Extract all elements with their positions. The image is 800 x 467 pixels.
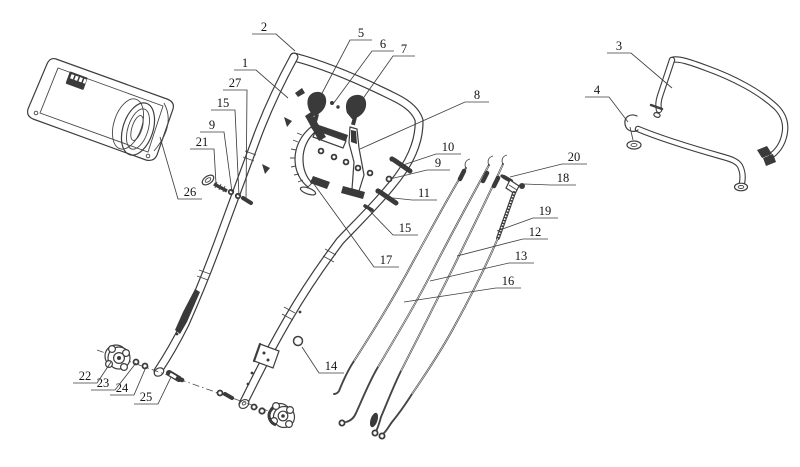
switch-block	[65, 71, 88, 90]
part-label-13: 13	[515, 249, 528, 263]
part-label-7: 7	[401, 42, 407, 56]
part-label-26: 26	[184, 185, 197, 199]
part-label-11: 11	[418, 186, 430, 200]
part-label-9: 9	[435, 156, 441, 170]
part-label-18: 18	[557, 171, 570, 185]
bottom-hardware	[96, 344, 296, 429]
leader-line-17	[310, 179, 399, 268]
ring-part14	[292, 335, 304, 347]
leader-line-2	[252, 33, 296, 52]
leader-line-23	[91, 362, 137, 391]
part-label-10: 10	[442, 140, 455, 154]
leader-line-26	[159, 136, 202, 200]
part-label-22: 22	[79, 369, 92, 383]
part-label-15: 15	[217, 96, 230, 110]
part-label-1: 1	[242, 56, 248, 70]
leader-line-7	[356, 55, 415, 108]
leader-line-15	[366, 207, 418, 236]
part-label-3: 3	[616, 39, 622, 53]
part-label-24: 24	[116, 381, 129, 395]
part-label-20: 20	[568, 150, 581, 164]
pin-15	[363, 204, 374, 212]
bail-bar-part4	[624, 114, 749, 192]
part-label-19: 19	[539, 204, 552, 218]
leader-line-16	[403, 287, 521, 303]
bolt-10	[389, 156, 413, 174]
leader-line-21	[190, 148, 217, 185]
panel-dial	[111, 98, 156, 156]
control-panel-part26	[26, 57, 174, 162]
leader-line-3	[607, 52, 673, 89]
part-label-16: 16	[502, 274, 515, 288]
leader-line-24	[110, 366, 147, 396]
handlebar-assembly	[153, 52, 424, 410]
bail-bar-part3	[649, 56, 789, 166]
part-label-8: 8	[474, 88, 480, 102]
leader-line-9	[200, 131, 233, 193]
leader-line-27	[223, 89, 248, 201]
lever-part5	[307, 91, 327, 116]
part-label-4: 4	[594, 83, 601, 97]
part-label-6: 6	[380, 37, 386, 51]
leader-line-6	[332, 50, 394, 105]
cable-adjuster	[500, 174, 525, 195]
part-label-14: 14	[325, 359, 338, 373]
leader-line-5	[318, 39, 372, 100]
leader-line-12	[456, 238, 548, 257]
leader-line-25	[134, 376, 172, 405]
part-label-15: 15	[399, 221, 412, 235]
bolt-part25	[166, 370, 185, 383]
part-label-25: 25	[140, 390, 153, 404]
part-label-9: 9	[209, 118, 215, 132]
part-label-27: 27	[229, 76, 242, 90]
pin-27	[241, 196, 253, 205]
leader-line-4	[585, 96, 629, 123]
control-bracket-assembly	[290, 88, 413, 212]
leader-line-13	[429, 262, 534, 282]
leader-line-20	[509, 163, 587, 178]
leader-line-18	[523, 183, 576, 186]
leader-line-15	[211, 109, 240, 197]
leader-line-19	[496, 217, 558, 232]
part-label-12: 12	[529, 225, 542, 239]
leader-line-9	[389, 169, 450, 180]
part-label-2: 2	[261, 20, 267, 34]
part-label-17: 17	[380, 253, 393, 267]
washer-part23	[132, 358, 140, 366]
leader-line-14	[301, 346, 344, 374]
part-label-23: 23	[97, 376, 110, 390]
leader-line-22	[73, 361, 112, 384]
part-label-21: 21	[196, 135, 209, 149]
knob-part22	[104, 344, 131, 372]
leader-line-1	[234, 69, 289, 99]
knob-lower	[267, 402, 296, 429]
leader-line-10	[402, 153, 461, 166]
part-label-5: 5	[358, 26, 364, 40]
left-hardware	[201, 174, 253, 205]
leader-line-11	[383, 196, 437, 201]
leader-line-8	[359, 101, 489, 150]
tube-joints	[196, 150, 337, 321]
washer-part24	[141, 362, 149, 370]
cables	[333, 154, 525, 440]
